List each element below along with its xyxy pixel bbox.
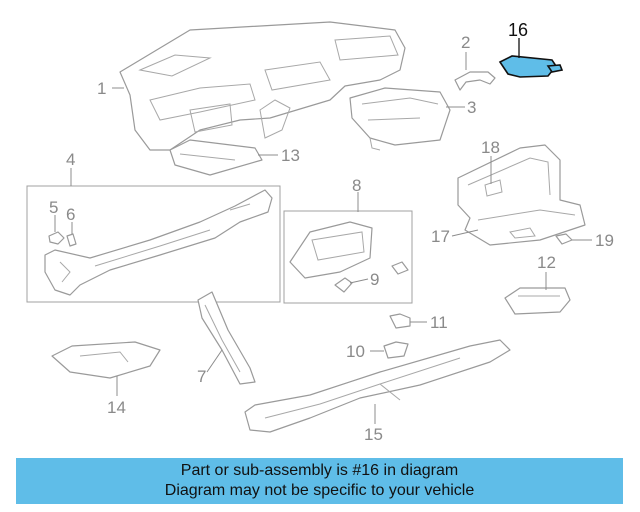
part-14-bracket[interactable] (51, 341, 161, 379)
part-16-highlighted[interactable] (498, 55, 564, 78)
part-19-bumper[interactable] (555, 233, 573, 245)
info-banner: Part or sub-assembly is #16 in diagram D… (16, 458, 623, 504)
callout-16: 16 (508, 20, 528, 40)
part-10-clip[interactable] (383, 341, 409, 359)
banner-line-2: Diagram may not be specific to your vehi… (164, 482, 475, 499)
part-18-latch[interactable] (484, 179, 503, 197)
callout-10: 10 (346, 342, 365, 361)
leader-7 (206, 349, 223, 373)
part-17-glove-box[interactable] (457, 144, 586, 246)
part-1-instrument-panel[interactable] (119, 21, 406, 151)
banner-line-1: Part or sub-assembly is #16 in diagram (180, 462, 459, 479)
callout-17: 17 (431, 227, 450, 246)
callout-8: 8 (352, 176, 361, 195)
part-15-lower-trim[interactable] (244, 339, 511, 433)
callout-19: 19 (595, 231, 614, 250)
part-5-clip[interactable] (48, 231, 65, 245)
part-7-pillar-trim[interactable] (197, 291, 256, 385)
part-3-bezel[interactable] (349, 87, 451, 151)
callout-2: 2 (461, 33, 470, 52)
part-4-reinforcement[interactable] (44, 189, 273, 296)
callout-11: 11 (430, 313, 448, 332)
callout-9: 9 (370, 270, 379, 289)
part-12-bin[interactable] (504, 287, 571, 315)
leader-9 (349, 278, 369, 284)
part-8-group-box (283, 210, 413, 304)
callout-3: 3 (467, 98, 476, 117)
part-9-clip[interactable] (334, 261, 409, 293)
part-6-clip[interactable] (66, 233, 77, 247)
callout-7: 7 (197, 367, 206, 386)
callout-18: 18 (481, 138, 500, 157)
part-13-tray[interactable] (169, 139, 263, 176)
callout-12: 12 (537, 253, 556, 272)
callout-1: 1 (97, 79, 106, 98)
part-11-clip[interactable] (389, 313, 411, 329)
part-2-bracket[interactable] (454, 71, 496, 91)
part-8-assembly[interactable] (289, 221, 373, 279)
callout-15: 15 (364, 425, 383, 444)
callout-5: 5 (49, 198, 58, 217)
callout-4: 4 (66, 150, 75, 169)
parts-diagram: 1 2 3 4 5 6 7 8 9 10 11 12 13 14 15 16 1… (26, 20, 614, 444)
callout-6: 6 (66, 205, 75, 224)
callout-13: 13 (281, 146, 300, 165)
part-4-group-box (26, 185, 281, 303)
leader-17 (451, 229, 479, 237)
callout-14: 14 (107, 398, 126, 417)
